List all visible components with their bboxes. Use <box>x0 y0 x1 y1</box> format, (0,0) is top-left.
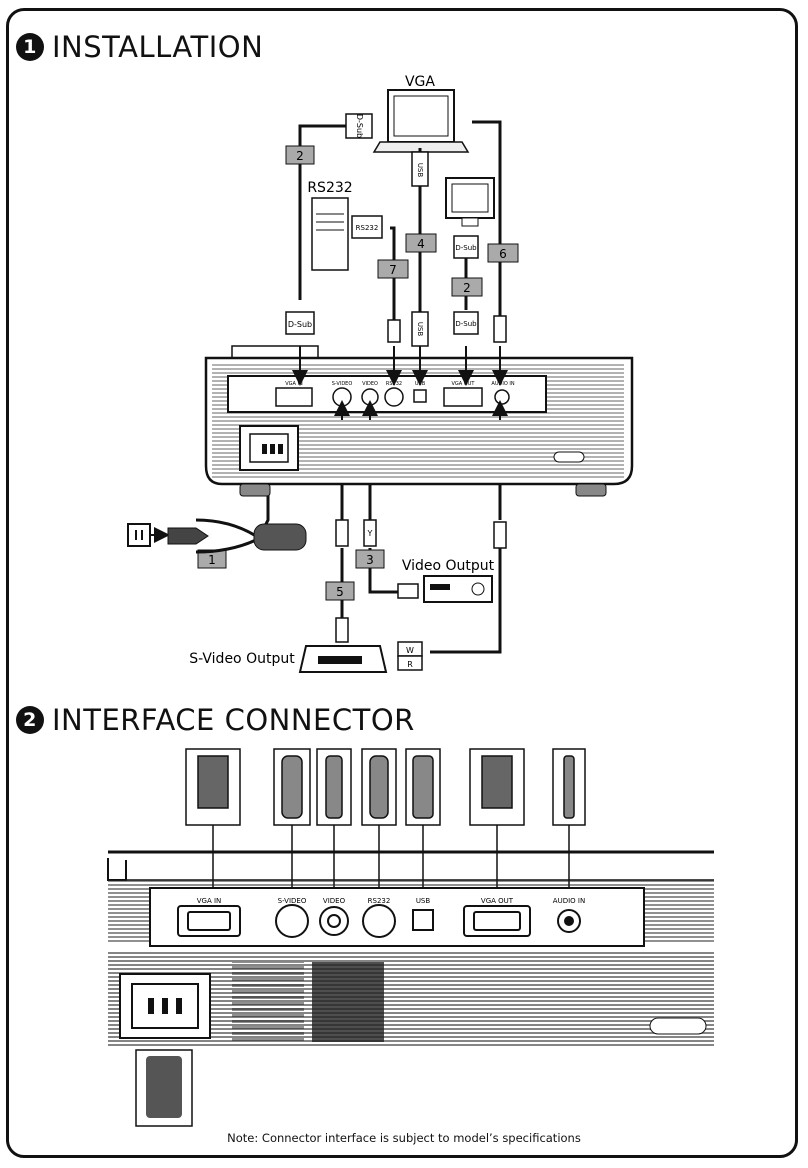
video-plug-out <box>397 583 419 599</box>
svg-text:S-VIDEO: S-VIDEO <box>332 381 353 387</box>
video-output-label: Video Output <box>402 558 495 574</box>
dsub-connector-vga-in <box>285 311 315 335</box>
pc-tower-device <box>311 197 349 271</box>
svg-text:VGA IN: VGA IN <box>285 381 303 387</box>
rear-port-label: S-VIDEO <box>278 897 307 905</box>
dsub-connector-monitor <box>453 235 479 259</box>
rear-port-label: RS232 <box>368 897 391 905</box>
svg-text:VIDEO: VIDEO <box>362 381 378 387</box>
rear-port-usb <box>412 909 434 931</box>
dsub-tag-monitor: D-Sub <box>455 244 477 252</box>
port-usb <box>413 389 427 403</box>
cable-badge-6: 6 <box>499 247 507 261</box>
svg-text:USB: USB <box>415 381 426 387</box>
rear-port-label: AUDIO IN <box>553 897 585 905</box>
port-vga-out <box>443 387 483 407</box>
cable-vga-in <box>298 124 346 300</box>
usb-plug-laptop <box>411 151 429 187</box>
dsub-connector-vga-out <box>453 311 479 335</box>
rear-port-label: VGA OUT <box>481 897 514 905</box>
cable-badge-5: 5 <box>336 585 344 599</box>
dsub-connector-laptop <box>345 113 373 139</box>
port-rs232 <box>384 387 404 407</box>
monitor-device <box>445 177 495 227</box>
svideo-plug-bottom <box>335 617 349 643</box>
connection-arrows <box>292 346 508 420</box>
vga-label: VGA <box>405 74 435 90</box>
footnote: Note: Connector interface is subject to … <box>227 1131 581 1145</box>
usb-tag-bottom: USB <box>416 322 424 337</box>
cable-badge-2b: 2 <box>463 281 471 295</box>
svideo-output-label: S-Video Output <box>189 651 295 667</box>
dsub-tag-vga-out: D-Sub <box>455 320 477 328</box>
video-output-device <box>423 575 493 603</box>
svg-text:AUDIO IN: AUDIO IN <box>491 381 514 387</box>
cable-badge-4: 4 <box>417 237 425 251</box>
rs232-tag: RS232 <box>356 224 379 232</box>
section-number: 1 <box>16 33 44 61</box>
rs232-connector-pc <box>351 215 383 239</box>
cable-badge-3: 3 <box>366 553 374 567</box>
rear-ports <box>177 904 581 938</box>
rs232-plug <box>387 319 401 343</box>
port-svideo <box>332 387 352 407</box>
rear-port-label: USB <box>416 897 431 905</box>
cable-badge-7: 7 <box>389 263 397 277</box>
outer-frame <box>6 8 798 1158</box>
y-tag: Y <box>367 529 373 538</box>
laptop-device <box>372 89 470 153</box>
rear-port-svideo <box>275 904 309 938</box>
rs232-label: RS232 <box>307 180 352 196</box>
svg-text:VGA OUT: VGA OUT <box>452 381 476 387</box>
installation-heading: 1 INSTALLATION <box>16 30 263 64</box>
projector-rear-panel <box>107 850 714 1127</box>
dsub-tag-laptop: D-Sub <box>355 114 364 138</box>
power-cord <box>127 518 307 554</box>
section-title: INTERFACE CONNECTOR <box>52 703 415 737</box>
cable-badge-2: 2 <box>296 149 304 163</box>
svg-text:RS232: RS232 <box>386 381 402 387</box>
rear-port-labels: VGA IN S-VIDEO VIDEO RS232 USB VGA OUT A… <box>197 897 585 905</box>
cable-rs232 <box>390 226 396 320</box>
rca-plug-r <box>397 655 423 671</box>
rear-port-rs232 <box>362 904 396 938</box>
port-video <box>361 388 379 406</box>
audio-plug-top <box>493 315 507 343</box>
projector-ports <box>275 387 510 407</box>
port-audio-in <box>494 389 510 405</box>
r-tag: R <box>407 660 413 669</box>
usb-tag-top: USB <box>416 163 424 178</box>
cable-audio-rca <box>430 548 502 654</box>
interface-heading: 2 INTERFACE CONNECTOR <box>16 703 415 737</box>
cable-badges: 2 7 4 2 6 1 3 5 <box>197 145 519 601</box>
dsub-tag-vga-in: D-Sub <box>288 320 312 329</box>
svideo-output-device <box>298 645 388 673</box>
port-vga-in <box>275 387 313 407</box>
connector-images <box>185 748 586 826</box>
w-tag: W <box>406 646 414 655</box>
audio-plug-bottom <box>493 521 507 549</box>
rear-port-label: VGA IN <box>197 897 222 905</box>
rear-port-label: VIDEO <box>323 897 346 905</box>
svideo-plug-top <box>335 519 349 547</box>
video-plug-top <box>363 519 377 547</box>
section-number: 2 <box>16 706 44 734</box>
cable-badge-1: 1 <box>208 553 216 567</box>
section-title: INSTALLATION <box>52 30 264 64</box>
cable-connectors <box>285 113 507 671</box>
